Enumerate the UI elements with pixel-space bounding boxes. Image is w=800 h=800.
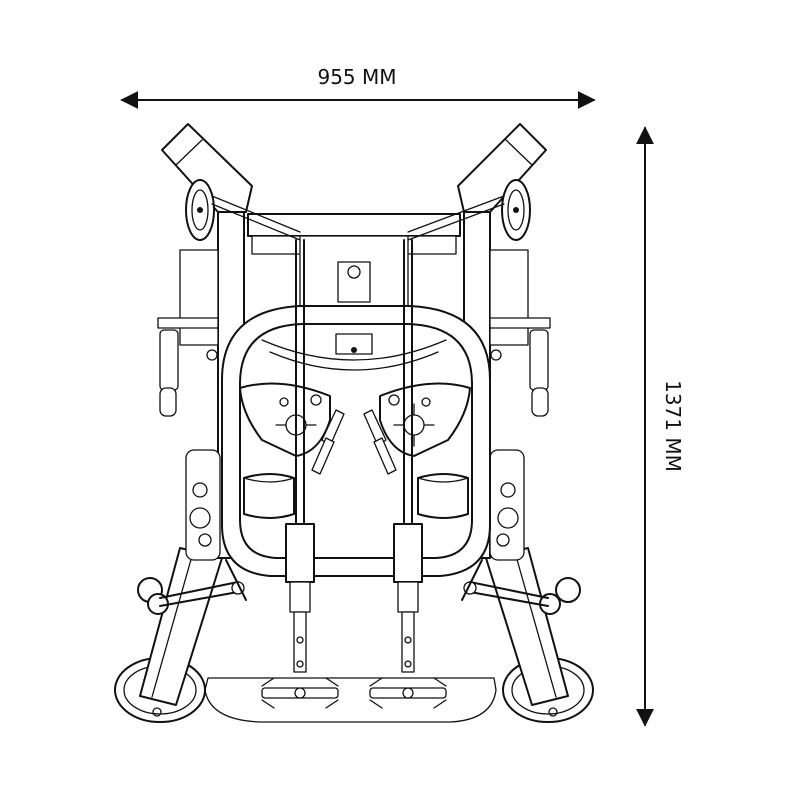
right-center-rod (393, 239, 423, 673)
left-side-handle (157, 317, 219, 417)
left-foot-pedal (261, 677, 339, 709)
right-pulley (501, 179, 531, 241)
left-knee-pad (239, 382, 331, 457)
right-side-handle (489, 317, 551, 417)
height-label: 1371 MM (661, 380, 685, 472)
right-leg (485, 547, 569, 706)
left-thigh-roller (243, 473, 295, 519)
left-pulley (185, 179, 215, 241)
left-lever (311, 409, 345, 475)
right-lever (363, 409, 397, 475)
right-top-arm (457, 123, 547, 213)
top-crossbeam (211, 195, 505, 307)
height-dimension: 1371 MM (636, 126, 685, 727)
right-knee-pad (379, 382, 471, 457)
width-label: 955 MM (317, 65, 396, 89)
left-center-rod (285, 239, 315, 673)
right-thigh-roller (417, 473, 469, 519)
base-plate (204, 677, 497, 723)
right-lower-arm (461, 559, 581, 615)
machine-drawing (114, 123, 594, 723)
width-dimension: 955 MM (120, 65, 596, 109)
right-foot-pedal (369, 677, 447, 709)
left-lower-arm (137, 559, 247, 615)
